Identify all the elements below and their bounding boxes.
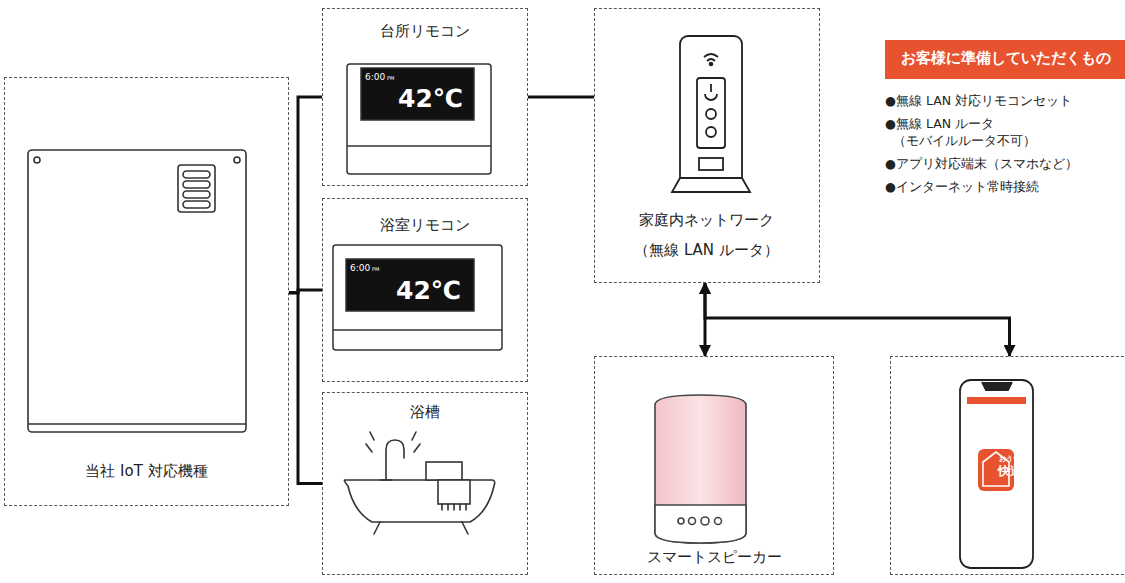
node-label: 快適 bbox=[891, 464, 1125, 479]
bathtub-box: 浴槽 bbox=[322, 392, 528, 575]
display-text: PM bbox=[372, 266, 379, 272]
router-box: 家庭内ネットワーク （無線 LAN ルータ） bbox=[594, 8, 820, 283]
requirement-item: ●アプリ対応端末（スマホなど） bbox=[885, 156, 1078, 171]
requirement-item: （モバイルルータ不可） bbox=[893, 133, 1036, 148]
node-label: 浴室リモコン bbox=[323, 216, 527, 235]
requirement-item: ●無線 LAN ルータ bbox=[885, 116, 994, 131]
requirement-item: ●インターネット常時接続 bbox=[885, 179, 1039, 194]
node-label: お客様に準備していただくもの bbox=[885, 49, 1125, 68]
phone-box: おうち快適 bbox=[890, 356, 1125, 575]
connector bbox=[705, 283, 1010, 356]
display-text: 6:00 bbox=[365, 72, 385, 83]
water-heater bbox=[28, 150, 246, 432]
connector bbox=[528, 96, 594, 99]
display-text: 42℃ bbox=[396, 276, 461, 306]
wifi-router bbox=[672, 36, 750, 192]
bath-remote bbox=[333, 245, 502, 350]
node-label: 浴槽 bbox=[323, 403, 527, 422]
display-text: 42℃ bbox=[398, 84, 463, 114]
node-label: おうち bbox=[891, 455, 1125, 464]
display-text: 6:00 bbox=[350, 263, 370, 274]
node-label: 台所リモコン bbox=[323, 22, 527, 41]
product-box: 当社 IoT 対応機種 bbox=[4, 77, 289, 506]
speaker-box: スマートスピーカー bbox=[594, 356, 834, 575]
smart-speaker bbox=[655, 395, 746, 543]
connector bbox=[289, 293, 322, 484]
display-text: PM bbox=[387, 75, 394, 81]
node-label: スマートスピーカー bbox=[595, 548, 833, 567]
smartphone bbox=[960, 380, 1033, 568]
node-label: 家庭内ネットワーク （無線 LAN ルータ） bbox=[619, 205, 794, 265]
connector bbox=[289, 97, 322, 293]
node-label: 当社 IoT 対応機種 bbox=[5, 462, 288, 481]
bathtub bbox=[344, 432, 494, 534]
requirement-item: ●無線 LAN 対応リモコンセット bbox=[885, 93, 1072, 108]
heading-band: お客様に準備していただくもの bbox=[885, 40, 1125, 79]
kitchen-remote bbox=[347, 64, 491, 174]
